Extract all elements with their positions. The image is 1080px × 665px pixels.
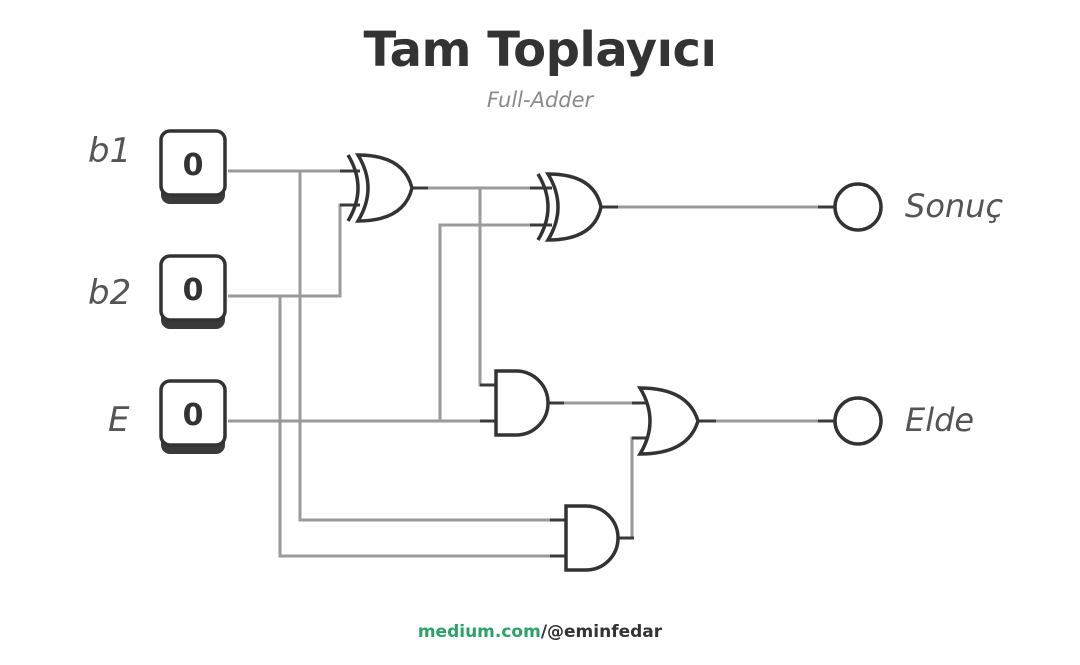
- input-label-e: E: [108, 400, 130, 440]
- wire-b2-to-xor1: [228, 203, 352, 298]
- wires: [228, 169, 835, 558]
- wire-b2-branch-and2: [278, 296, 565, 558]
- input-value-e: 0: [183, 398, 204, 433]
- output-label-sonuc: Sonuç: [905, 187, 1003, 225]
- input-key-e[interactable]: 0: [159, 379, 227, 454]
- output-lamp-sonuc: [818, 182, 883, 232]
- input-value-b1: 0: [183, 148, 204, 183]
- input-label-b1: b1: [88, 131, 131, 171]
- footer-credit: medium.com/@eminfedar: [0, 622, 1080, 642]
- footer-site-link[interactable]: medium.com: [417, 622, 541, 642]
- output-lamp-elde: [818, 396, 883, 446]
- wire-e-to-xor2: [438, 223, 545, 421]
- page-title: Tam Toplayıcı: [363, 22, 717, 78]
- input-key-b1[interactable]: 0: [159, 129, 227, 204]
- and-gate-2: [550, 504, 634, 572]
- input-value-b2: 0: [183, 273, 204, 308]
- or-gate: [632, 386, 716, 456]
- input-label-b2: b2: [88, 273, 131, 313]
- output-label-elde: Elde: [905, 401, 974, 439]
- wire-b1-branch-and2: [298, 171, 565, 522]
- and-gate-1: [480, 369, 564, 437]
- xor-gate-1: [340, 153, 428, 223]
- footer-handle[interactable]: @eminfedar: [547, 622, 663, 642]
- xor-gate-2: [530, 172, 618, 242]
- input-key-b2[interactable]: 0: [159, 254, 227, 329]
- page-subtitle: Full-Adder: [486, 88, 594, 112]
- footer-separator: /: [540, 622, 548, 642]
- wire-xor1-to-and1: [478, 188, 495, 387]
